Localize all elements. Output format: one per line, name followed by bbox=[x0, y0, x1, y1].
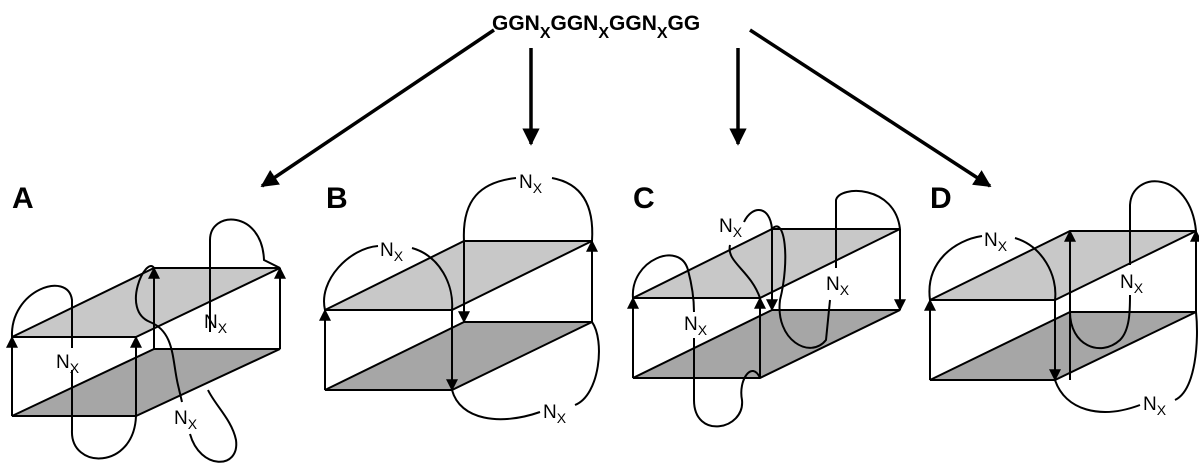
panel-label-b: B bbox=[326, 182, 348, 215]
loop-label: NX bbox=[684, 314, 708, 338]
loop-label: NX bbox=[826, 274, 850, 298]
loop bbox=[1054, 379, 1141, 413]
tetrad-plane-top bbox=[324, 240, 593, 311]
loop bbox=[574, 321, 600, 406]
loop-label: NX bbox=[519, 172, 543, 196]
loop-label: NX bbox=[984, 230, 1008, 254]
tetrad-plane-top bbox=[929, 230, 1197, 301]
loop-label: NX bbox=[174, 408, 198, 432]
tetrad-plane-top bbox=[11, 267, 281, 338]
loop-label: NX bbox=[380, 240, 404, 264]
panel-a: A NX NX NX bbox=[5, 182, 286, 463]
panel-label-d: D bbox=[930, 182, 952, 215]
loop bbox=[189, 389, 238, 463]
tetrad-plane-top bbox=[632, 228, 901, 299]
loop bbox=[134, 265, 183, 403]
loop bbox=[728, 244, 761, 299]
loop-label: NX bbox=[1120, 272, 1144, 296]
loop bbox=[70, 370, 137, 460]
loop bbox=[451, 389, 541, 421]
tetrad-plane-bottom bbox=[632, 309, 901, 379]
loop bbox=[835, 189, 901, 268]
loop bbox=[462, 177, 517, 242]
loop bbox=[551, 177, 594, 242]
panel-label-c: C bbox=[633, 182, 655, 215]
loop bbox=[693, 338, 761, 428]
loop bbox=[1174, 311, 1198, 401]
loop-label: NX bbox=[719, 216, 743, 240]
loop bbox=[1069, 294, 1131, 350]
panel-b: B NX NX NX bbox=[319, 172, 600, 426]
loop-label: NX bbox=[543, 402, 567, 426]
loop-label: NX bbox=[56, 352, 80, 376]
loop bbox=[928, 235, 983, 301]
loop bbox=[743, 209, 773, 230]
loop bbox=[631, 254, 695, 313]
arrow-to-panel-d bbox=[749, 28, 992, 188]
loop bbox=[10, 284, 73, 348]
loop bbox=[771, 225, 831, 349]
panel-d: D NX NX NX bbox=[924, 180, 1199, 418]
loop bbox=[1129, 180, 1197, 265]
tetrad-plane-bottom bbox=[929, 311, 1197, 381]
loop bbox=[209, 218, 281, 332]
tetrad-plane-bottom bbox=[324, 321, 593, 391]
loop-label: NX bbox=[1143, 394, 1167, 418]
panel-label-a: A bbox=[12, 182, 34, 215]
loop-label: NX bbox=[204, 312, 228, 336]
loop bbox=[1014, 237, 1057, 301]
sequence-header: GGNXGGNXGGNXGG bbox=[492, 12, 700, 42]
loop bbox=[411, 247, 454, 311]
tetrad-plane-bottom bbox=[11, 348, 281, 417]
arrow-to-panel-a bbox=[260, 28, 495, 188]
loop bbox=[323, 245, 379, 311]
panel-c: C NX NX NX bbox=[627, 182, 906, 428]
